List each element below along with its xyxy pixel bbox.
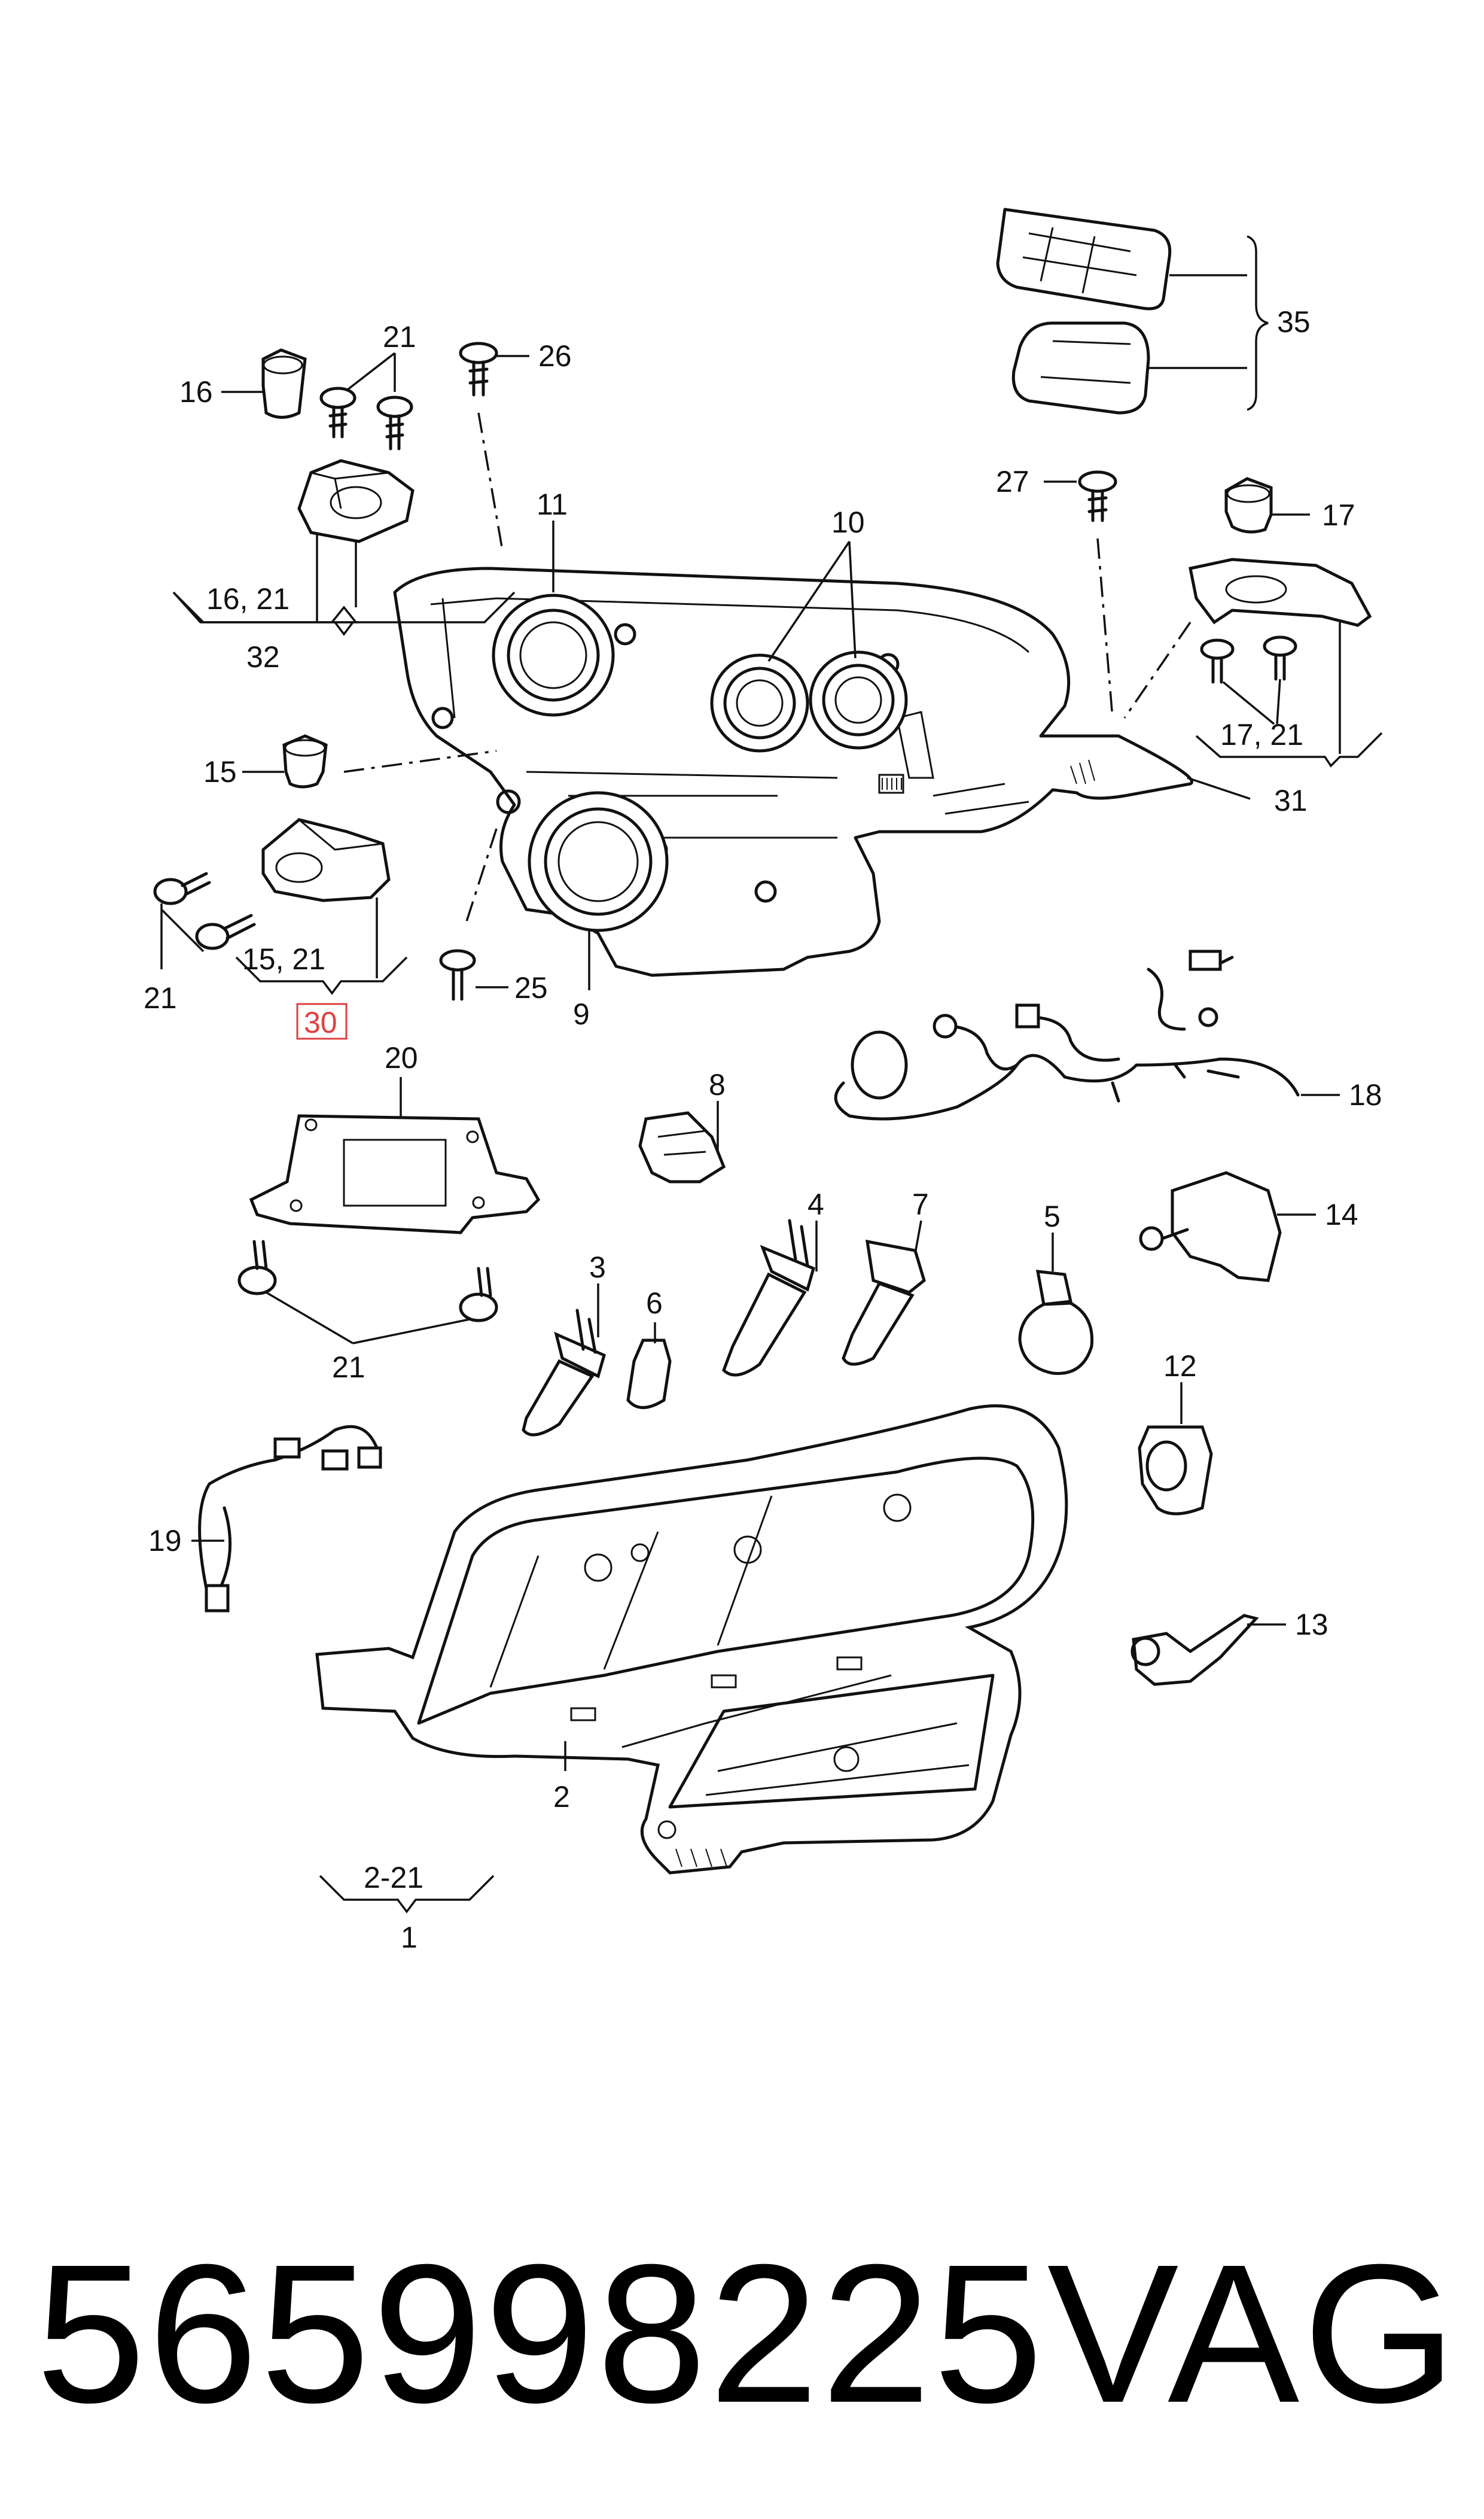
part-21-screws-left bbox=[153, 872, 256, 950]
callout-label-15-21: 15, 21 bbox=[242, 942, 325, 976]
part-8-bulb-holder bbox=[638, 1111, 726, 1184]
callout-label-19: 19 bbox=[148, 1524, 182, 1557]
part-2-headlamp-assembly bbox=[315, 1404, 1068, 1875]
callout-label-14: 14 bbox=[1325, 1198, 1358, 1231]
part-30-bracket bbox=[261, 818, 498, 922]
callout-label-12: 12 bbox=[1163, 1349, 1197, 1383]
callout-label-8: 8 bbox=[709, 1068, 726, 1102]
callout-label-17-21: 17, 21 bbox=[1220, 718, 1303, 752]
part-20-control-module bbox=[249, 1114, 541, 1234]
callout-label-30: 30 bbox=[304, 1006, 337, 1039]
callout-15: 15 bbox=[203, 755, 284, 789]
callout-label-6: 6 bbox=[646, 1286, 663, 1320]
callout-17-21-31: 17, 21 31 bbox=[1187, 622, 1383, 817]
part-31-bracket bbox=[1123, 558, 1372, 719]
callout-label-7: 7 bbox=[912, 1188, 929, 1221]
callout-label-27: 27 bbox=[996, 465, 1029, 498]
callout-21-bottom: 21 bbox=[266, 1291, 470, 1384]
part-32-bracket bbox=[297, 459, 415, 543]
part-3-bulb bbox=[522, 1309, 607, 1437]
callout-label-4: 4 bbox=[807, 1188, 824, 1221]
callout-19: 19 bbox=[148, 1524, 224, 1557]
part-15-bushing bbox=[282, 734, 497, 789]
callout-9: 9 bbox=[573, 930, 590, 1031]
part-27-screw bbox=[1078, 470, 1117, 719]
part-35-lens-covers bbox=[996, 208, 1172, 415]
callout-label-2-21: 2-21 bbox=[364, 1861, 423, 1894]
part-7-bulb bbox=[842, 1239, 926, 1366]
callout-2: 2 bbox=[553, 1741, 570, 1814]
part-21-screws-top bbox=[319, 387, 413, 451]
callout-5: 5 bbox=[1044, 1200, 1061, 1271]
callout-10: 10 bbox=[767, 506, 865, 662]
callout-6: 6 bbox=[646, 1286, 663, 1343]
part-10-sockets bbox=[710, 650, 908, 753]
callout-8: 8 bbox=[709, 1068, 726, 1152]
callout-label-26: 26 bbox=[538, 339, 572, 373]
callout-label-21-top: 21 bbox=[383, 320, 416, 354]
part-21-screws-bottom bbox=[237, 1240, 498, 1322]
callout-14: 14 bbox=[1277, 1198, 1358, 1231]
callout-27: 27 bbox=[996, 465, 1077, 498]
part-17-bushing bbox=[1224, 477, 1273, 534]
callout-25: 25 bbox=[476, 971, 548, 1005]
callout-label-32: 32 bbox=[246, 640, 280, 674]
callout-label-31: 31 bbox=[1274, 784, 1308, 817]
footer: 565998225 VAG bbox=[0, 2220, 1484, 2447]
callout-label-1: 1 bbox=[401, 1921, 418, 1954]
highlight-box-30 bbox=[296, 1003, 348, 1040]
callout-17: 17 bbox=[1271, 498, 1355, 532]
callout-label-35: 35 bbox=[1277, 305, 1311, 339]
callout-20: 20 bbox=[385, 1041, 418, 1119]
callout-15-21-30: 15, 21 21 30 bbox=[144, 898, 408, 1040]
callout-26: 26 bbox=[496, 339, 572, 373]
callout-18: 18 bbox=[1301, 1078, 1382, 1112]
part-5-bulb bbox=[1018, 1270, 1094, 1375]
callout-label-16-21: 16, 21 bbox=[206, 582, 290, 616]
callout-label-15: 15 bbox=[203, 755, 237, 789]
callout-label-3: 3 bbox=[589, 1251, 606, 1284]
callout-label-20: 20 bbox=[385, 1041, 418, 1075]
part-6-bulb bbox=[626, 1338, 672, 1409]
headlamp-housing-rear bbox=[393, 567, 1193, 977]
part-12-cap bbox=[1138, 1425, 1213, 1516]
callout-label-18: 18 bbox=[1349, 1078, 1382, 1112]
callout-12: 12 bbox=[1163, 1349, 1197, 1424]
callout-1: 2-21 1 bbox=[319, 1861, 495, 1954]
callout-label-10: 10 bbox=[831, 506, 865, 539]
callout-label-2: 2 bbox=[553, 1780, 570, 1814]
callout-13: 13 bbox=[1247, 1608, 1328, 1641]
callout-label-9: 9 bbox=[573, 997, 590, 1031]
callout-7: 7 bbox=[912, 1188, 929, 1254]
callout-label-21-left: 21 bbox=[144, 981, 177, 1015]
part-11-low-beam-socket bbox=[492, 594, 615, 717]
part-4-bulb bbox=[722, 1219, 816, 1377]
part-13-seal bbox=[1130, 1614, 1259, 1686]
callout-21-top: 21 bbox=[346, 320, 416, 392]
callout-11: 11 bbox=[537, 488, 568, 592]
callout-label-5: 5 bbox=[1044, 1200, 1061, 1233]
part-9-fog-socket bbox=[528, 791, 669, 932]
part-16-bushing bbox=[261, 348, 307, 419]
part-number: 565998225 bbox=[36, 2223, 1046, 2444]
callout-4: 4 bbox=[807, 1188, 824, 1271]
callout-16: 16 bbox=[179, 375, 263, 409]
callout-label-21-bottom: 21 bbox=[332, 1350, 365, 1384]
callout-3: 3 bbox=[589, 1251, 606, 1337]
part-26-screw bbox=[459, 342, 504, 551]
callout-label-11: 11 bbox=[537, 488, 568, 521]
callout-label-13: 13 bbox=[1295, 1608, 1328, 1641]
callout-label-25: 25 bbox=[514, 971, 548, 1005]
part-25-screw bbox=[439, 949, 476, 1001]
brand-name: VAG bbox=[1047, 2223, 1460, 2444]
part-19-wiring bbox=[198, 1425, 382, 1613]
callout-label-16: 16 bbox=[179, 375, 213, 409]
callout-label-17: 17 bbox=[1322, 498, 1355, 532]
part-18-wiring-harness bbox=[834, 950, 1300, 1121]
callout-16-21-32: 16, 21 32 bbox=[172, 533, 516, 674]
callout-35: 35 bbox=[1148, 235, 1311, 411]
part-14-leveling-motor bbox=[1139, 1171, 1282, 1282]
